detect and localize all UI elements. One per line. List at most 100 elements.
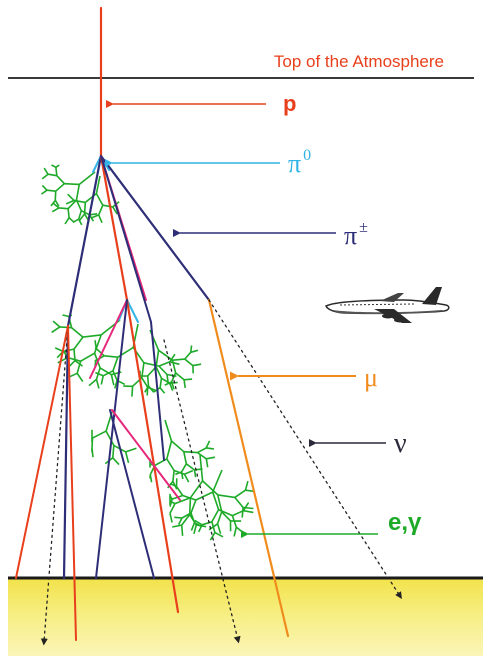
em-shower-branch <box>232 509 244 517</box>
particle-tracks <box>15 6 402 646</box>
pion-charged-track <box>66 154 103 328</box>
em-shower-branch <box>47 173 57 177</box>
em-shower-branch <box>172 524 182 528</box>
em-shower-branch <box>195 491 214 501</box>
em-shower-branch <box>92 430 107 439</box>
em-shower-branch <box>173 469 185 475</box>
proton-label: p <box>283 91 296 116</box>
em-shower-branch <box>82 334 102 338</box>
em-shower-branch <box>158 365 168 376</box>
em-shower-branch <box>155 350 160 367</box>
em-shower-branch <box>51 164 57 169</box>
em-shower-branch <box>125 447 137 453</box>
pion-charged-track <box>109 409 155 579</box>
em-shower-branch <box>172 358 185 361</box>
em-shower-branch <box>184 358 194 367</box>
em-shower-branch <box>217 494 223 512</box>
muon-track <box>67 325 77 641</box>
em-shower-branch <box>105 430 115 446</box>
em-shower-branch <box>205 440 211 449</box>
em-shower-branch <box>100 375 104 385</box>
em-shower-branch <box>174 516 183 519</box>
em-shower-branch <box>169 361 180 366</box>
em-shower-branch <box>183 473 190 483</box>
em-shower-branch <box>193 469 197 478</box>
em-shower-branch <box>244 480 249 491</box>
em-shower-branch <box>74 359 83 367</box>
em-shower-branch <box>184 351 192 360</box>
em-shower-branch <box>231 515 238 528</box>
em-shower-branch <box>50 199 56 207</box>
em-shower-branch <box>169 498 173 507</box>
proton-track <box>99 154 129 302</box>
em-shower-branch <box>211 509 220 523</box>
em-shower-branch <box>211 469 223 493</box>
pion-charged-track <box>100 155 152 323</box>
em-shower-branch <box>54 199 60 207</box>
em-shower-branch <box>202 480 219 496</box>
em-shower-branch <box>52 320 61 328</box>
em-shower-branch <box>166 458 175 471</box>
pion-charged-track <box>99 154 211 302</box>
em-shower-branch <box>193 524 198 535</box>
em-shower-branch <box>185 463 195 471</box>
em-shower-branch <box>58 207 69 210</box>
em-shower-branch <box>180 525 184 536</box>
em-shower-branch <box>217 494 235 499</box>
em-shower-branch <box>78 171 96 186</box>
em-shower-branch <box>199 454 204 481</box>
em-shower-branch <box>65 199 75 205</box>
em-shower-branch <box>206 456 216 460</box>
em-shower-branch <box>54 347 64 353</box>
em-shower-branch <box>190 349 199 354</box>
em-shower-branch <box>67 193 75 201</box>
em-shower-branch <box>131 386 134 397</box>
em-shower-branch <box>94 340 98 349</box>
em-shower-branch <box>190 499 197 514</box>
em-shower-branch <box>110 374 115 386</box>
muon-track <box>207 298 290 638</box>
em-shower-branch <box>83 202 87 214</box>
em-shower-branch <box>194 521 202 528</box>
proton-track <box>125 298 180 614</box>
em-shower-branch <box>73 199 86 204</box>
em-shower-branch <box>194 519 203 526</box>
pion-charged-symbol: π <box>344 221 357 250</box>
em-shower-branch <box>104 355 118 358</box>
em-shower-branch <box>55 167 58 176</box>
em-shower-branch <box>112 206 118 215</box>
pion-charged-track <box>95 299 128 579</box>
em-shower-branch <box>67 208 70 218</box>
em-shower-branch <box>221 511 232 522</box>
em-shower-branch <box>216 523 222 534</box>
em-shower-branch <box>144 385 150 393</box>
em-shower-branch <box>89 213 98 216</box>
em-shower-branch <box>174 497 191 505</box>
em-shower-branch <box>40 189 48 195</box>
em-shower-branch <box>141 377 149 388</box>
em-shower-branch <box>114 380 118 389</box>
em-shower-branch <box>95 193 104 206</box>
em-shower-branch <box>197 447 207 454</box>
em-shower-branch <box>169 353 176 363</box>
em-shower-branch <box>62 314 69 318</box>
em-shower-branch <box>183 450 198 454</box>
em-shower-branch <box>218 508 233 517</box>
em-shower-branch <box>75 184 81 201</box>
magenta-track <box>89 299 128 379</box>
em-shower-branch <box>95 175 101 194</box>
em-shower-branch <box>189 345 193 353</box>
neutrino-track <box>208 299 402 599</box>
em-shower-branch <box>97 204 104 216</box>
em-shower-branch <box>93 334 102 354</box>
em-shower-branch <box>235 526 245 534</box>
em-showers <box>40 164 256 541</box>
em-shower-branch <box>233 526 238 537</box>
em-shower-branch <box>73 349 76 361</box>
em-shower-branch <box>175 372 185 381</box>
em-shower-branch <box>158 361 171 367</box>
airplane-icon <box>324 287 450 323</box>
em-shower-branch <box>184 378 193 381</box>
